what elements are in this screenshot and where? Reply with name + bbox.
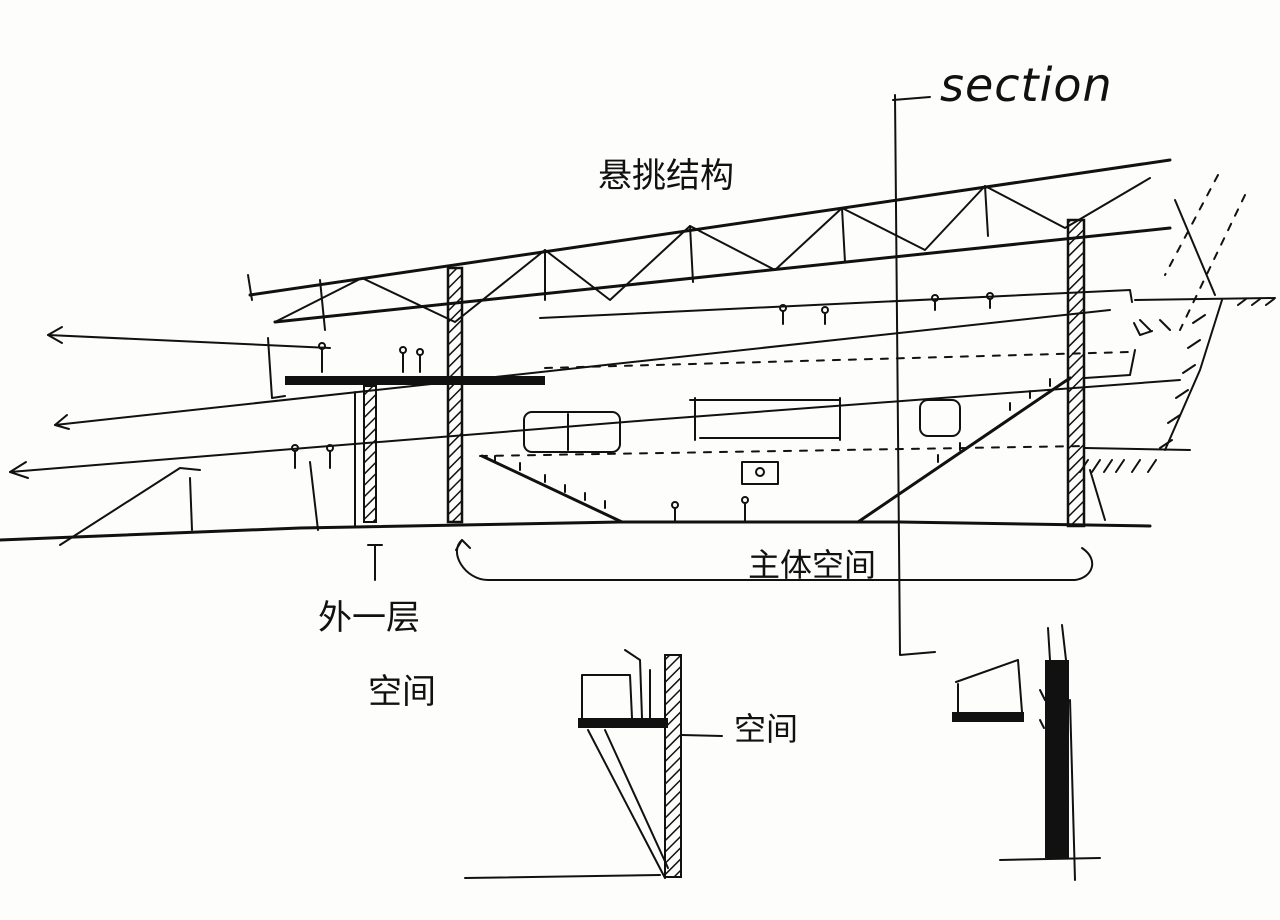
section-cut-line [892, 94, 936, 656]
roof-structure-label: 悬挑结构 [598, 156, 734, 196]
embankment-hatch [1079, 297, 1276, 521]
section-label: section [940, 58, 1113, 112]
interior-screens [523, 397, 961, 485]
detail-sketch-2 [952, 624, 1076, 881]
outer-level-label: 外一层 [318, 598, 420, 638]
main-space-label: 主体空间 [748, 546, 877, 584]
interior-dashed-levels [479, 289, 1191, 457]
cantilever-slab [267, 337, 545, 527]
wind-arrows [1133, 174, 1246, 336]
sightline-arrows [9, 309, 1181, 479]
detail-sketch-1 [578, 649, 723, 879]
seating-rake-left [480, 454, 624, 524]
seating-rake-right [856, 376, 1072, 524]
roof-truss [247, 158, 1216, 331]
hatched-column-left [446, 266, 464, 524]
outer-column-tick [367, 544, 383, 581]
people-figures [189, 292, 994, 531]
detail-space-label: 空间 [734, 710, 799, 748]
main-space-bracket [455, 539, 1094, 581]
outer-space-label: 空间 [368, 672, 436, 712]
ground-line [0, 467, 1152, 879]
hatched-column-right [1066, 218, 1086, 528]
